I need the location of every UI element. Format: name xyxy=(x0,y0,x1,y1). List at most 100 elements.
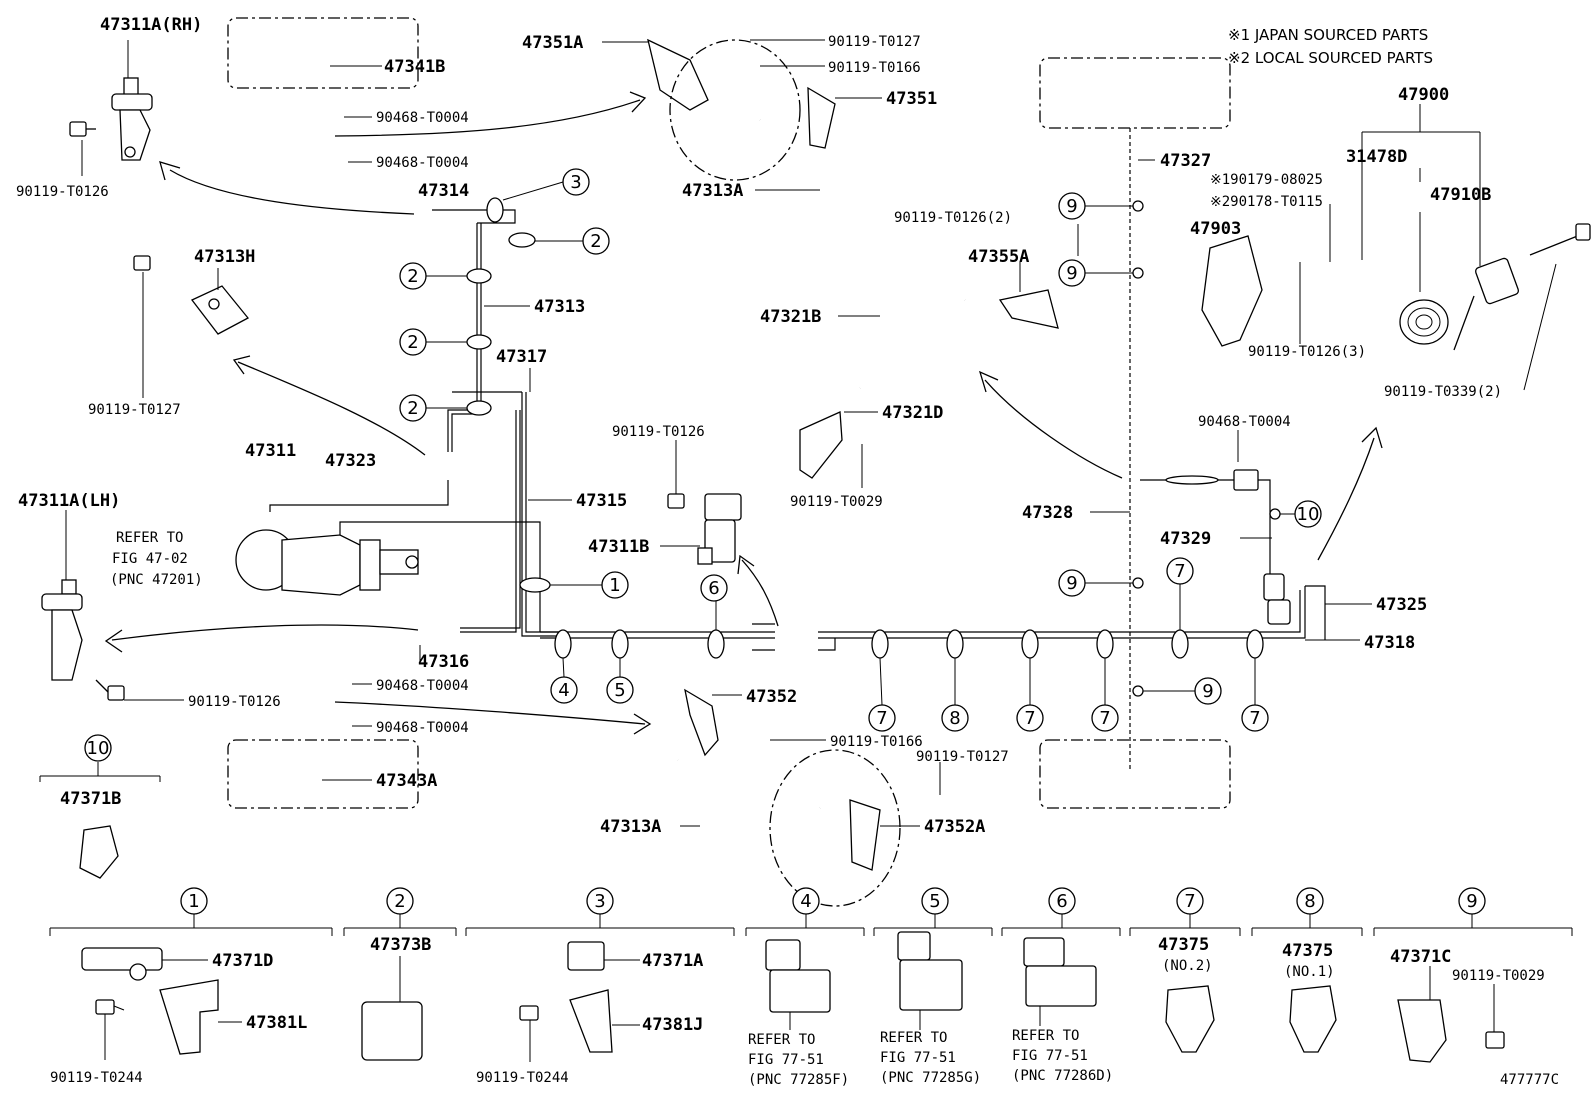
svg-text:47351: 47351 xyxy=(886,89,937,109)
svg-text:47341B: 47341B xyxy=(384,57,445,77)
svg-text:FIG 77-51: FIG 77-51 xyxy=(1012,1048,1088,1064)
svg-text:REFER TO: REFER TO xyxy=(1012,1028,1079,1044)
svg-text:90119-T0244: 90119-T0244 xyxy=(476,1070,569,1086)
svg-text:2: 2 xyxy=(407,398,418,419)
svg-text:47313: 47313 xyxy=(534,297,585,317)
tee-47325[interactable] xyxy=(1263,573,1291,625)
svg-text:90119-T0029: 90119-T0029 xyxy=(1452,968,1545,984)
svg-text:90119-T0126: 90119-T0126 xyxy=(188,694,281,710)
svg-text:(PNC 77285F): (PNC 77285F) xyxy=(748,1072,849,1088)
svg-text:90468-T0004: 90468-T0004 xyxy=(1198,414,1291,430)
svg-text:90119-T0166: 90119-T0166 xyxy=(828,60,921,76)
master-cylinder-47311 xyxy=(235,529,419,596)
svg-text:47352: 47352 xyxy=(746,687,797,707)
svg-text:90119-T0126(2): 90119-T0126(2) xyxy=(894,210,1012,226)
svg-text:47352A: 47352A xyxy=(924,817,985,837)
bracket-47352[interactable] xyxy=(684,688,719,757)
valve-47311a-lh[interactable] xyxy=(41,579,83,681)
bolt-90119-t0126-rh[interactable] xyxy=(69,121,96,137)
svg-text:10: 10 xyxy=(87,738,110,759)
bolt-90119-t0339[interactable] xyxy=(1529,223,1591,256)
svg-text:4: 4 xyxy=(800,891,811,912)
valve-47903[interactable] xyxy=(1201,235,1263,347)
pipe-clips xyxy=(466,197,1281,697)
hose-47313a-bottom[interactable] xyxy=(676,759,821,838)
tee-47313h[interactable] xyxy=(190,285,250,335)
svg-text:47371D: 47371D xyxy=(212,951,273,971)
svg-text:47355A: 47355A xyxy=(968,247,1029,267)
svg-text:90468-T0004: 90468-T0004 xyxy=(376,720,469,736)
bolt-90119-t0126-lh[interactable] xyxy=(95,679,125,701)
svg-text:47323: 47323 xyxy=(325,451,376,471)
svg-text:6: 6 xyxy=(708,578,719,599)
svg-text:47317: 47317 xyxy=(496,347,547,367)
svg-text:47375: 47375 xyxy=(1282,941,1333,961)
svg-text:47316: 47316 xyxy=(418,652,469,672)
svg-text:4: 4 xyxy=(558,680,569,701)
svg-text:90468-T0004: 90468-T0004 xyxy=(376,678,469,694)
spring-31478d[interactable] xyxy=(1399,299,1449,345)
legend-callout-numbers: 1 2 3 4 5 6 7 8 9 xyxy=(188,891,1477,912)
bolt-90119-t0127-a[interactable] xyxy=(133,255,151,271)
svg-text:47311A(LH): 47311A(LH) xyxy=(18,491,120,511)
svg-text:9: 9 xyxy=(1066,196,1077,217)
svg-text:47329: 47329 xyxy=(1160,529,1211,549)
bracket-47355a[interactable] xyxy=(998,289,1059,329)
svg-text:47313A: 47313A xyxy=(600,817,661,837)
svg-text:47910B: 47910B xyxy=(1430,185,1491,205)
bracket-47352a[interactable] xyxy=(849,799,881,871)
svg-text:9: 9 xyxy=(1066,263,1077,284)
hose-47329[interactable] xyxy=(1165,469,1259,491)
svg-text:3: 3 xyxy=(594,891,605,912)
svg-text:90119-T0339(2): 90119-T0339(2) xyxy=(1384,384,1502,400)
svg-text:47343A: 47343A xyxy=(376,771,437,791)
svg-text:REFER TO: REFER TO xyxy=(748,1032,815,1048)
svg-text:2: 2 xyxy=(407,266,418,287)
svg-text:47311: 47311 xyxy=(245,441,296,461)
reference-box-top-right xyxy=(1039,57,1231,129)
svg-text:9: 9 xyxy=(1202,681,1213,702)
svg-text:90119-T0127: 90119-T0127 xyxy=(828,34,921,50)
svg-text:90119-T0127: 90119-T0127 xyxy=(916,749,1009,765)
svg-text:47311A(RH): 47311A(RH) xyxy=(100,15,202,35)
svg-text:47351A: 47351A xyxy=(522,33,583,53)
svg-text:47371C: 47371C xyxy=(1390,947,1451,967)
svg-text:1: 1 xyxy=(188,891,199,912)
bolt-90119-t0126-b[interactable] xyxy=(667,493,685,509)
svg-text:47321D: 47321D xyxy=(882,403,943,423)
svg-text:47373B: 47373B xyxy=(370,935,431,955)
hose-47321b[interactable] xyxy=(858,293,966,389)
svg-text:47318: 47318 xyxy=(1364,633,1415,653)
svg-text:7: 7 xyxy=(876,708,887,729)
valve-47910b[interactable] xyxy=(1453,257,1519,351)
svg-text:FIG 77-51: FIG 77-51 xyxy=(748,1052,824,1068)
svg-text:47314: 47314 xyxy=(418,181,469,201)
bracket-47351[interactable] xyxy=(807,86,836,149)
bracket-47321d[interactable] xyxy=(799,411,843,479)
svg-text:9: 9 xyxy=(1066,573,1077,594)
svg-text:47321B: 47321B xyxy=(760,307,821,327)
valve-47311a-rh[interactable] xyxy=(111,77,153,161)
hose-detail-ellipse-top xyxy=(669,39,801,181)
svg-text:90119-T0166: 90119-T0166 xyxy=(830,734,923,750)
svg-text:※1 JAPAN SOURCED PARTS: ※1 JAPAN SOURCED PARTS xyxy=(1228,26,1428,44)
svg-text:FIG 77-51: FIG 77-51 xyxy=(880,1050,956,1066)
svg-text:2: 2 xyxy=(590,231,601,252)
direction-arrows xyxy=(104,91,1383,735)
svg-text:(PNC 47201): (PNC 47201) xyxy=(110,572,203,588)
svg-text:7: 7 xyxy=(1024,708,1035,729)
svg-text:※190179-08025: ※190179-08025 xyxy=(1210,172,1323,188)
svg-text:7: 7 xyxy=(1099,708,1110,729)
svg-text:(PNC 77286D): (PNC 77286D) xyxy=(1012,1068,1113,1084)
svg-text:90119-T0029: 90119-T0029 xyxy=(790,494,883,510)
hose-47313a-top[interactable] xyxy=(759,119,850,208)
svg-text:※2 LOCAL SOURCED PARTS: ※2 LOCAL SOURCED PARTS xyxy=(1228,49,1433,67)
valve-47311b[interactable] xyxy=(697,493,742,565)
svg-text:5: 5 xyxy=(929,891,940,912)
callout-numbers: 3 2 2 2 2 1 6 4 5 7 8 7 7 7 7 9 9 9 9 10… xyxy=(87,172,1320,759)
svg-text:477777C: 477777C xyxy=(1500,1072,1559,1088)
svg-text:10: 10 xyxy=(1297,504,1320,525)
clip-47371b[interactable] xyxy=(39,762,161,879)
svg-text:47325: 47325 xyxy=(1376,595,1427,615)
